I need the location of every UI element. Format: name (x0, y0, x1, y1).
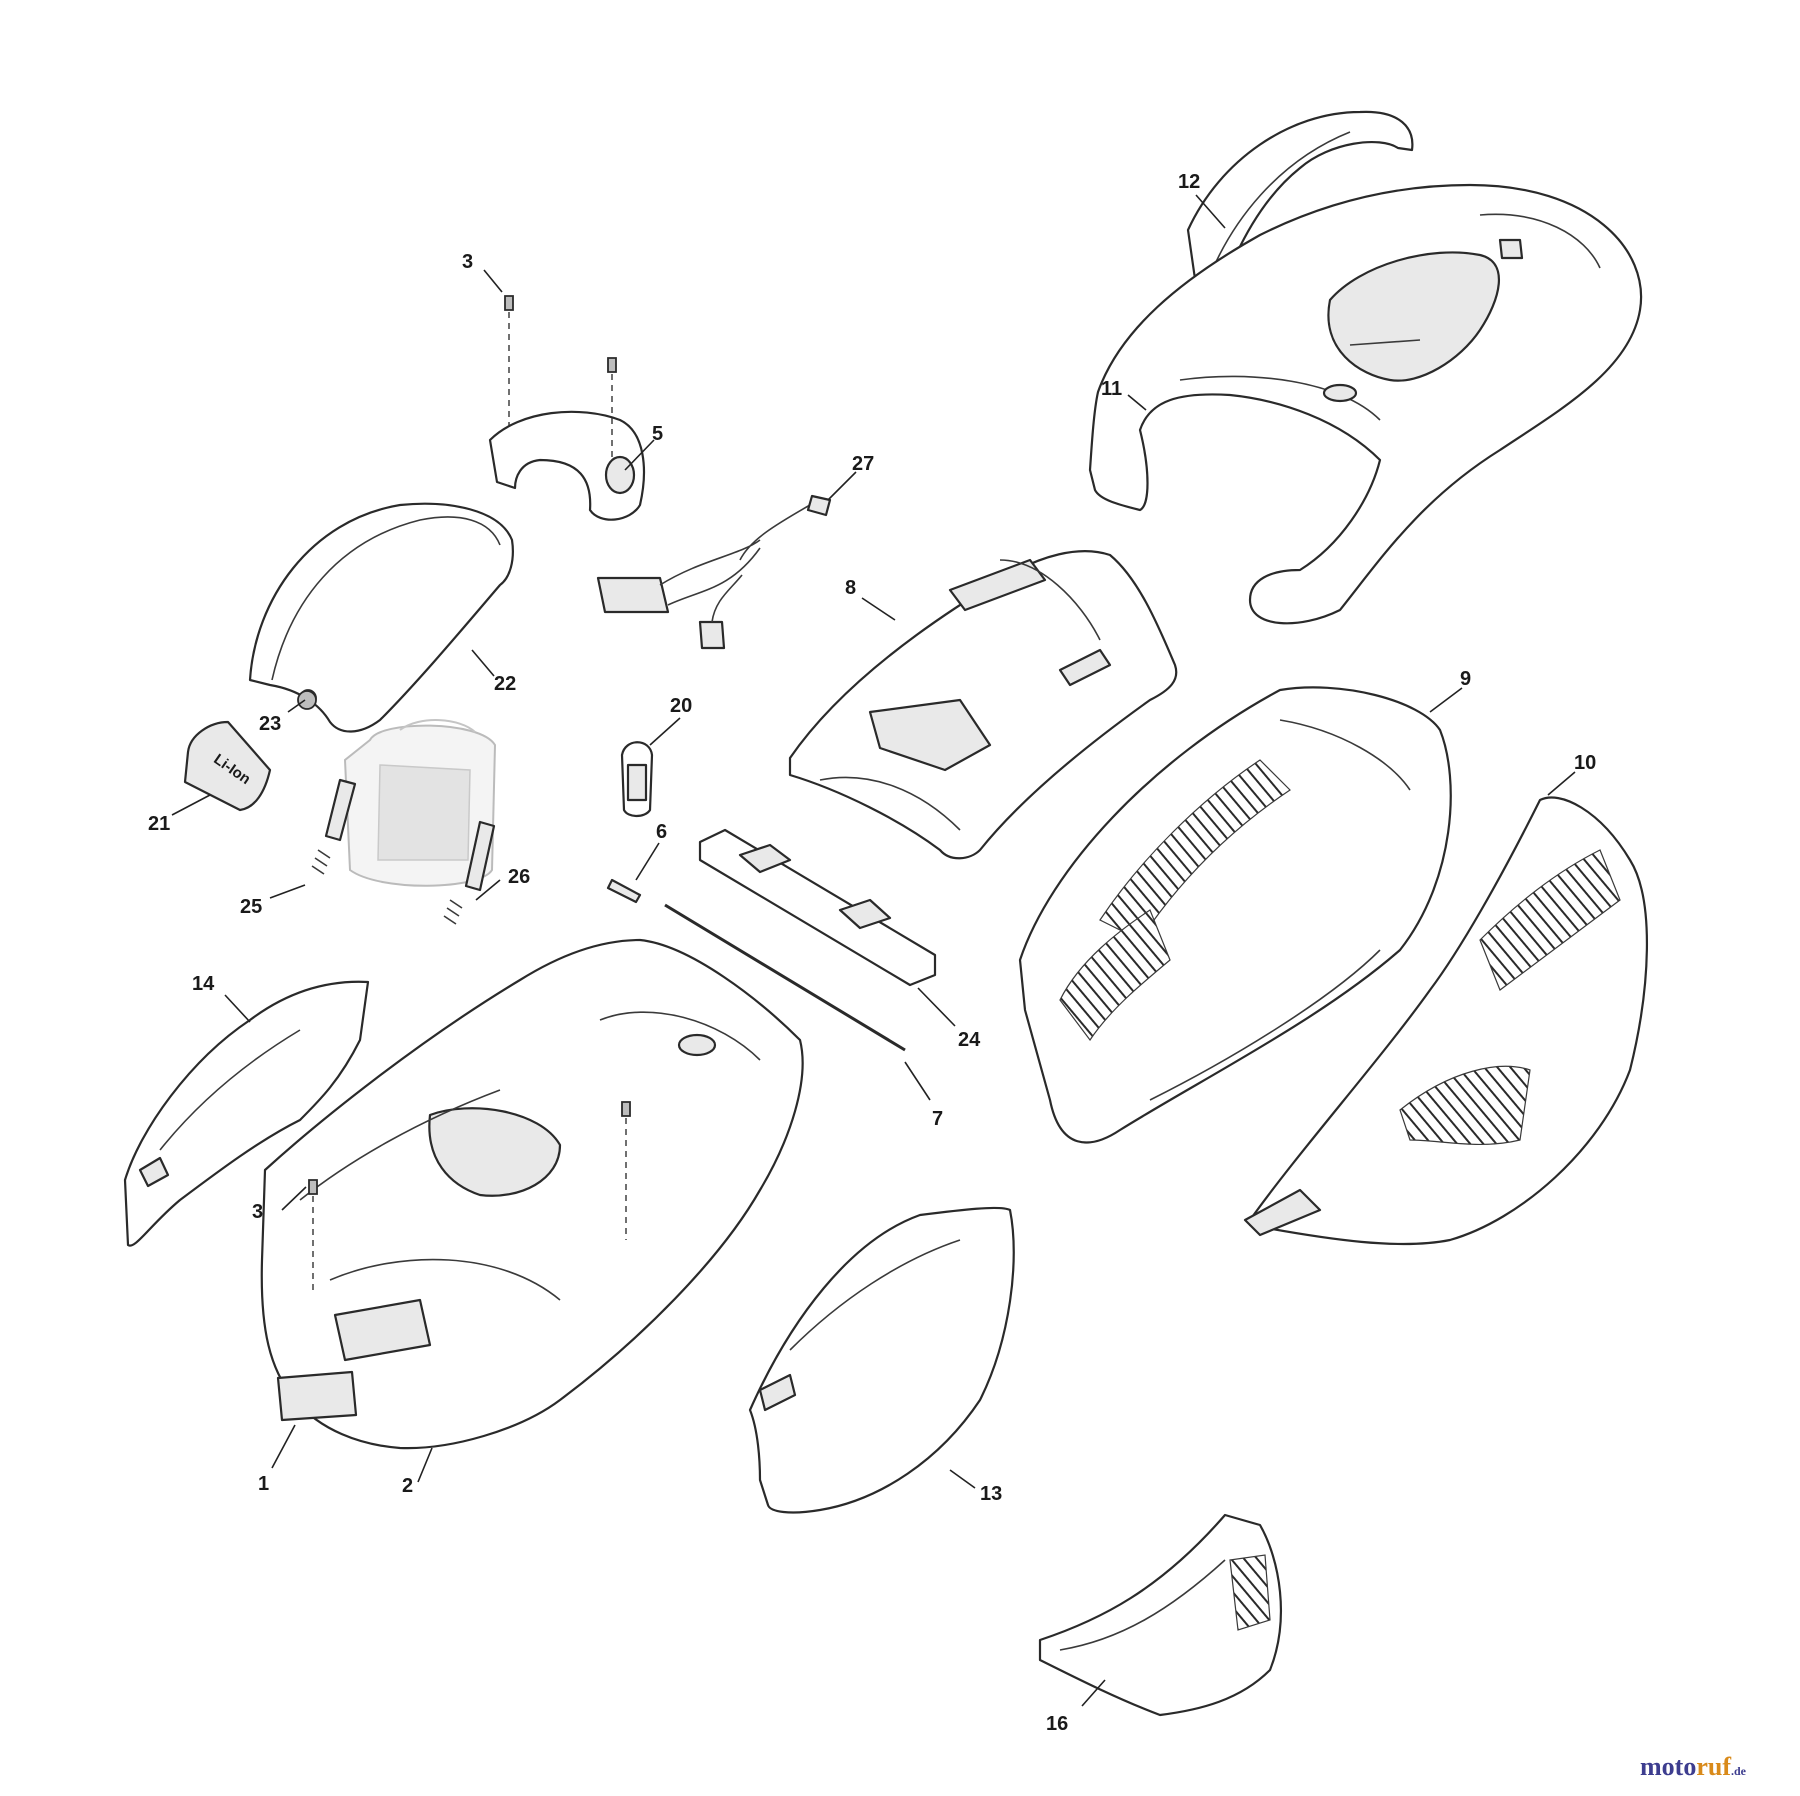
part-9-grass-catcher (1018, 686, 1452, 1144)
watermark-tld: .de (1731, 1764, 1746, 1778)
part-16-deflector (1038, 1513, 1283, 1717)
part-11-top-cover (1088, 183, 1643, 625)
callout-5: 5 (652, 423, 663, 445)
callout-3-body: 3 (252, 1201, 263, 1223)
part-8-control-panel (788, 550, 1178, 860)
leader-lines (171, 194, 1576, 1707)
callout-9: 9 (1460, 668, 1471, 690)
part-5-carry-handle (488, 357, 645, 521)
callout-21: 21 (148, 813, 170, 835)
battery-pack (343, 719, 497, 887)
part-26-contact-spring (443, 820, 496, 925)
callout-24: 24 (958, 1029, 981, 1051)
callout-8: 8 (845, 577, 856, 599)
part-25-contact-spring (311, 778, 357, 875)
part-23-knob (297, 690, 317, 710)
part-1-cover-plate (276, 1370, 358, 1422)
callout-7: 7 (932, 1108, 943, 1130)
callout-20: 20 (670, 695, 692, 717)
callout-22: 22 (494, 673, 516, 695)
part-14-left-panel (123, 980, 370, 1247)
part-24-switch-bar (698, 828, 937, 987)
callout-11: 11 (1101, 378, 1122, 400)
part-7-rod (664, 903, 906, 1052)
part-27-wiring-harness (596, 494, 832, 650)
part-6-clip (606, 878, 642, 904)
callout-13: 13 (980, 1483, 1002, 1505)
callout-12: 12 (1178, 171, 1200, 193)
part-21-liion-badge: Li-Ion (183, 720, 272, 812)
callout-26: 26 (508, 866, 530, 888)
part-10-side-cover (1243, 796, 1649, 1246)
callout-25: 25 (240, 896, 262, 918)
callout-2: 2 (402, 1475, 413, 1497)
part-3-screw-body (308, 1101, 631, 1290)
watermark-part2: ruf (1696, 1752, 1731, 1781)
part-20-key-switch (620, 741, 654, 818)
callout-labels: 12 11 3 5 27 8 22 23 21 25 26 20 6 24 7 … (148, 171, 1596, 1735)
callout-27: 27 (852, 453, 874, 475)
callout-6: 6 (656, 821, 667, 843)
watermark-logo: motoruf.de (1640, 1752, 1746, 1782)
callout-10: 10 (1574, 752, 1596, 774)
callout-1: 1 (258, 1473, 269, 1495)
callout-14: 14 (192, 973, 215, 995)
callout-16: 16 (1046, 1713, 1068, 1735)
watermark-part1: moto (1640, 1752, 1697, 1781)
part-22-battery-cover (248, 502, 514, 733)
part-13-right-panel (748, 1206, 1015, 1514)
callout-23: 23 (259, 713, 281, 735)
part-3-screw-top (504, 295, 514, 430)
part-2-main-housing (260, 938, 804, 1450)
callout-3-top: 3 (462, 251, 473, 273)
